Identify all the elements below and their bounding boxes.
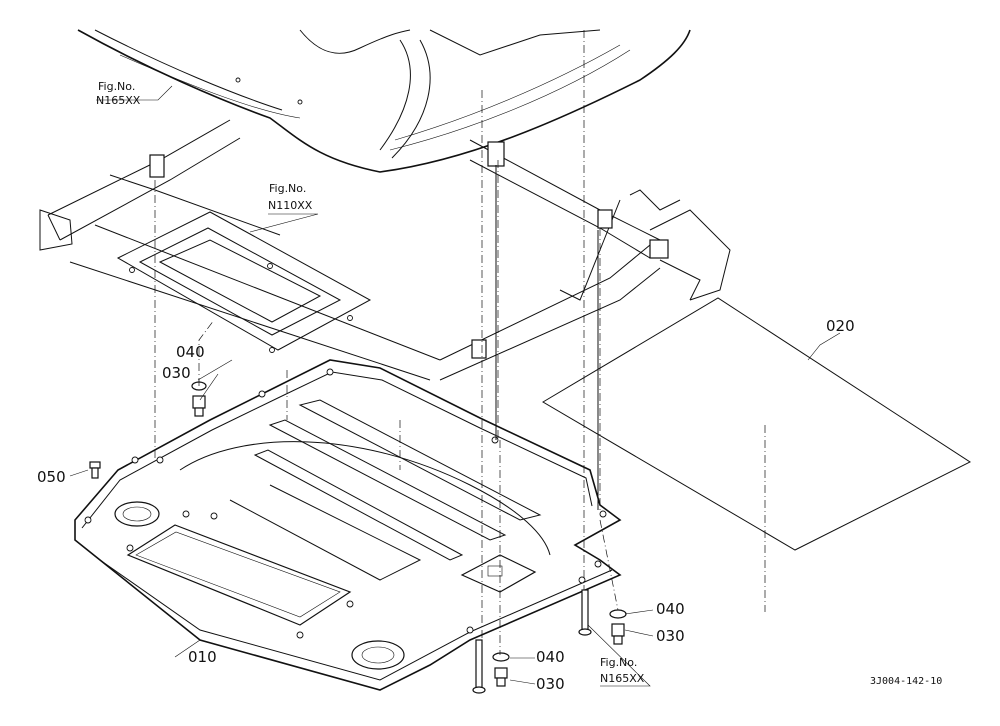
label-030-right: 030 <box>656 627 685 645</box>
fastener-stack-left <box>191 381 207 417</box>
label-050: 050 <box>37 468 66 486</box>
ref-bottom-line2: N165XX <box>600 672 645 685</box>
fastener-stack-bottom <box>492 652 510 687</box>
label-040-right: 040 <box>656 600 685 618</box>
headliner-frame-panel <box>116 211 372 353</box>
label-030-bottom: 030 <box>536 675 565 693</box>
long-bolt-right <box>578 589 592 636</box>
label-040-bottom: 040 <box>536 648 565 666</box>
callout-labels: Fig.No. N165XX Fig.No. N110XX Fig.No. N1… <box>37 80 942 693</box>
leader-lines <box>69 85 841 687</box>
ref-mid-line2: N110XX <box>268 199 313 212</box>
ref-mid-line1: Fig.No. <box>269 182 306 195</box>
ref-bottom-line1: Fig.No. <box>600 656 637 669</box>
fastener-stack-right <box>609 609 627 645</box>
label-040-left: 040 <box>176 343 205 361</box>
screw-050 <box>89 461 101 479</box>
label-030-left: 030 <box>162 364 191 382</box>
ref-top-line2: N165XX <box>96 94 141 107</box>
cab-frame <box>39 119 731 381</box>
drawing-code: 3J004-142-10 <box>870 676 942 687</box>
cab-roof-shell <box>77 29 691 173</box>
long-bolt-left <box>472 639 486 694</box>
label-020: 020 <box>826 317 855 335</box>
assembly-lines <box>154 30 766 655</box>
headliner-010 <box>74 359 622 691</box>
insulation-sheet-020 <box>542 297 972 551</box>
ref-top-line1: Fig.No. <box>98 80 135 93</box>
label-010: 010 <box>188 648 217 666</box>
